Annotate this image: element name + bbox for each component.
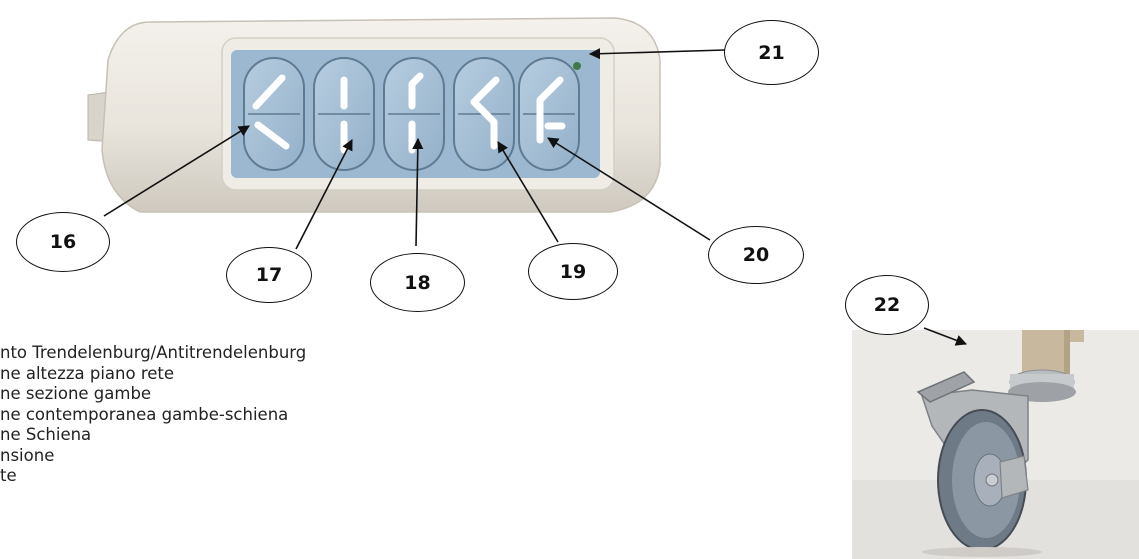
legend-item: ne contemporanea gambe-schiena (0, 404, 289, 424)
button-back-section[interactable] (518, 57, 580, 171)
button-leg-section[interactable] (383, 57, 445, 171)
legend-item: nsione (0, 445, 55, 465)
callout-16: 16 (16, 212, 110, 272)
caster-wheel-image (852, 330, 1139, 559)
callout-19: 19 (528, 243, 618, 300)
button-legs-and-back[interactable] (453, 57, 515, 171)
callout-20: 20 (708, 226, 804, 284)
callout-17: 17 (226, 247, 312, 303)
legend-item: nto Trendelenburg/Antitrendelenburg (0, 343, 307, 362)
indicator-led (573, 62, 581, 70)
callout-22: 22 (845, 275, 929, 335)
legend-item: ne altezza piano rete (0, 363, 175, 383)
button-height[interactable] (313, 57, 375, 171)
legend-item: te (0, 466, 17, 485)
callout-21: 21 (724, 20, 819, 85)
legend-list: nto Trendelenburg/Antitrendelenburg ne a… (0, 343, 306, 487)
legend-item: ne Schiena (0, 425, 92, 444)
legend-item: ne sezione gambe (0, 384, 152, 403)
brake-pedal (916, 371, 976, 403)
callout-18: 18 (370, 253, 465, 312)
button-trendelenburg[interactable] (243, 57, 305, 171)
